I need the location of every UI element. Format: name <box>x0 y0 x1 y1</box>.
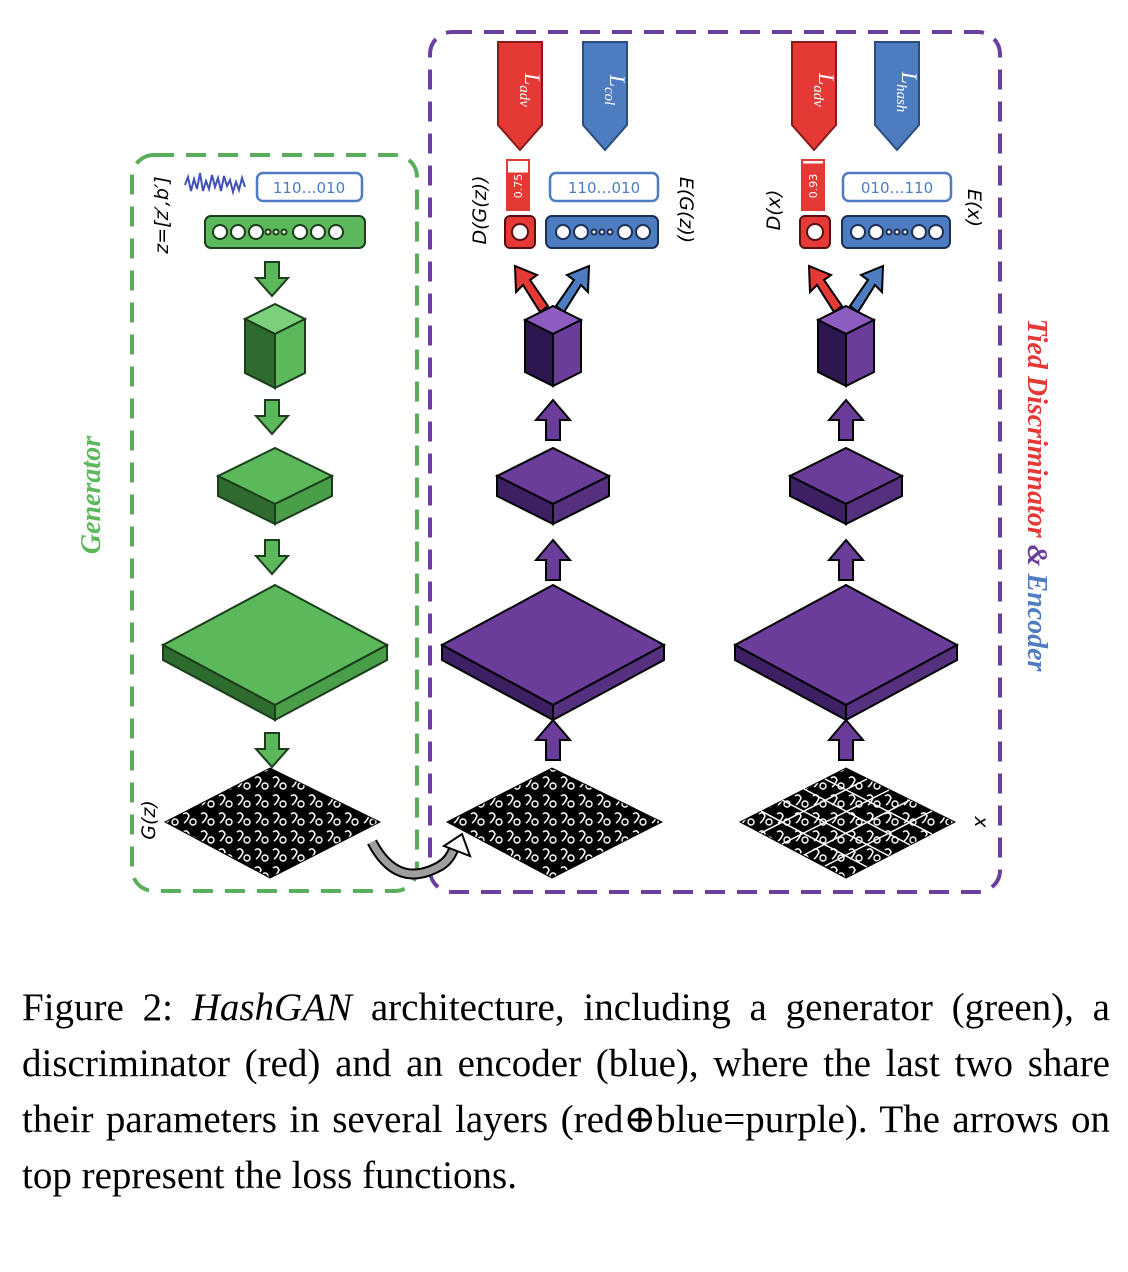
real-disc-fill <box>802 163 824 210</box>
fake-disc-layer-2 <box>494 446 612 526</box>
real-loss-hash-label: Lhash <box>893 71 922 113</box>
gen-arrows <box>253 261 291 769</box>
fake-loss-adv-arrow <box>497 41 543 152</box>
tied-frame <box>428 30 1002 894</box>
fake-loss-col-arrow <box>582 41 628 152</box>
gen-layer-1 <box>242 302 308 390</box>
real-loss-adv-arrow <box>791 41 837 152</box>
noise-signal <box>184 172 246 196</box>
real-input-image <box>738 767 957 879</box>
caption-name: HashGAN <box>191 986 353 1029</box>
fake-input-image <box>445 767 664 879</box>
real-loss-adv-label: Ladv <box>810 72 839 107</box>
latent-vector-nodes <box>212 224 344 240</box>
real-disc-layer-1 <box>815 304 877 388</box>
fake-disc-value: 0.75 <box>512 174 525 199</box>
generator-title: Generator <box>76 435 107 554</box>
fake-branch: Ladv Lcol 0.75 D(G(z)) 110…010 E(G(z)) <box>439 41 697 879</box>
real-enc-label: E(x) <box>963 189 985 227</box>
fake-blue-split-arrow <box>554 264 591 314</box>
tied-title-discriminator: Tied Discriminator <box>1021 319 1052 539</box>
gen-layer-3 <box>160 583 390 722</box>
fake-loss-col-label: Lcol <box>601 74 630 106</box>
fake-disc-layer-1 <box>522 304 584 388</box>
gen-code-box <box>255 171 364 203</box>
generator-column: 110…010 z=[z′,b′] <box>138 171 390 879</box>
fake-red-split-arrow <box>513 264 550 314</box>
real-enc-code-box <box>841 171 953 203</box>
tied-title-encoder: Encoder <box>1021 572 1052 672</box>
real-blue-split-arrow <box>848 264 885 314</box>
real-up-arrows <box>826 398 866 761</box>
gen-code-text: 110…010 <box>273 179 345 197</box>
generated-image <box>163 767 382 879</box>
gen-output-label: G(z) <box>138 800 160 840</box>
generator-frame <box>130 153 419 893</box>
fake-disc-label: D(G(z)) <box>469 176 491 245</box>
tied-title: Tied Discriminator & Encoder <box>1021 319 1052 673</box>
fake-enc-code-box <box>548 171 660 203</box>
tied-title-amp: & <box>1021 538 1052 574</box>
fake-disc-layer-3 <box>439 583 667 722</box>
real-disc-layer-2 <box>787 446 905 526</box>
gen-layer-2 <box>215 446 335 526</box>
real-loss-hash-arrow <box>874 41 920 152</box>
fake-disc-fill <box>507 172 529 210</box>
figure-caption: Figure 2: HashGAN architecture, includin… <box>22 980 1110 1204</box>
caption-prefix: Figure 2: <box>22 986 192 1029</box>
fake-loss-adv-label: Ladv <box>516 72 545 107</box>
fake-up-arrows <box>533 398 573 761</box>
real-disc-value: 0.93 <box>807 174 820 199</box>
transfer-arrow-head <box>441 832 472 858</box>
real-disc-label: D(x) <box>763 190 785 231</box>
real-enc-code: 010…110 <box>861 179 933 197</box>
real-disc-layer-3 <box>732 583 960 722</box>
fake-enc-label: E(G(z)) <box>675 177 697 243</box>
fake-enc-code: 110…010 <box>568 179 640 197</box>
hashgan-architecture-diagram: Generator Tied Discriminator & Encoder 1… <box>76 30 1052 894</box>
real-branch: Ladv Lhash 0.93 D(x) 010…110 E(x) <box>732 41 992 879</box>
real-image-grid <box>760 778 933 868</box>
gen-input-label: z=[z′,b′] <box>151 176 173 254</box>
real-input-label: x <box>970 815 992 828</box>
real-red-split-arrow <box>807 264 844 314</box>
caption-text: architecture, including a generator (gre… <box>22 986 1110 1197</box>
